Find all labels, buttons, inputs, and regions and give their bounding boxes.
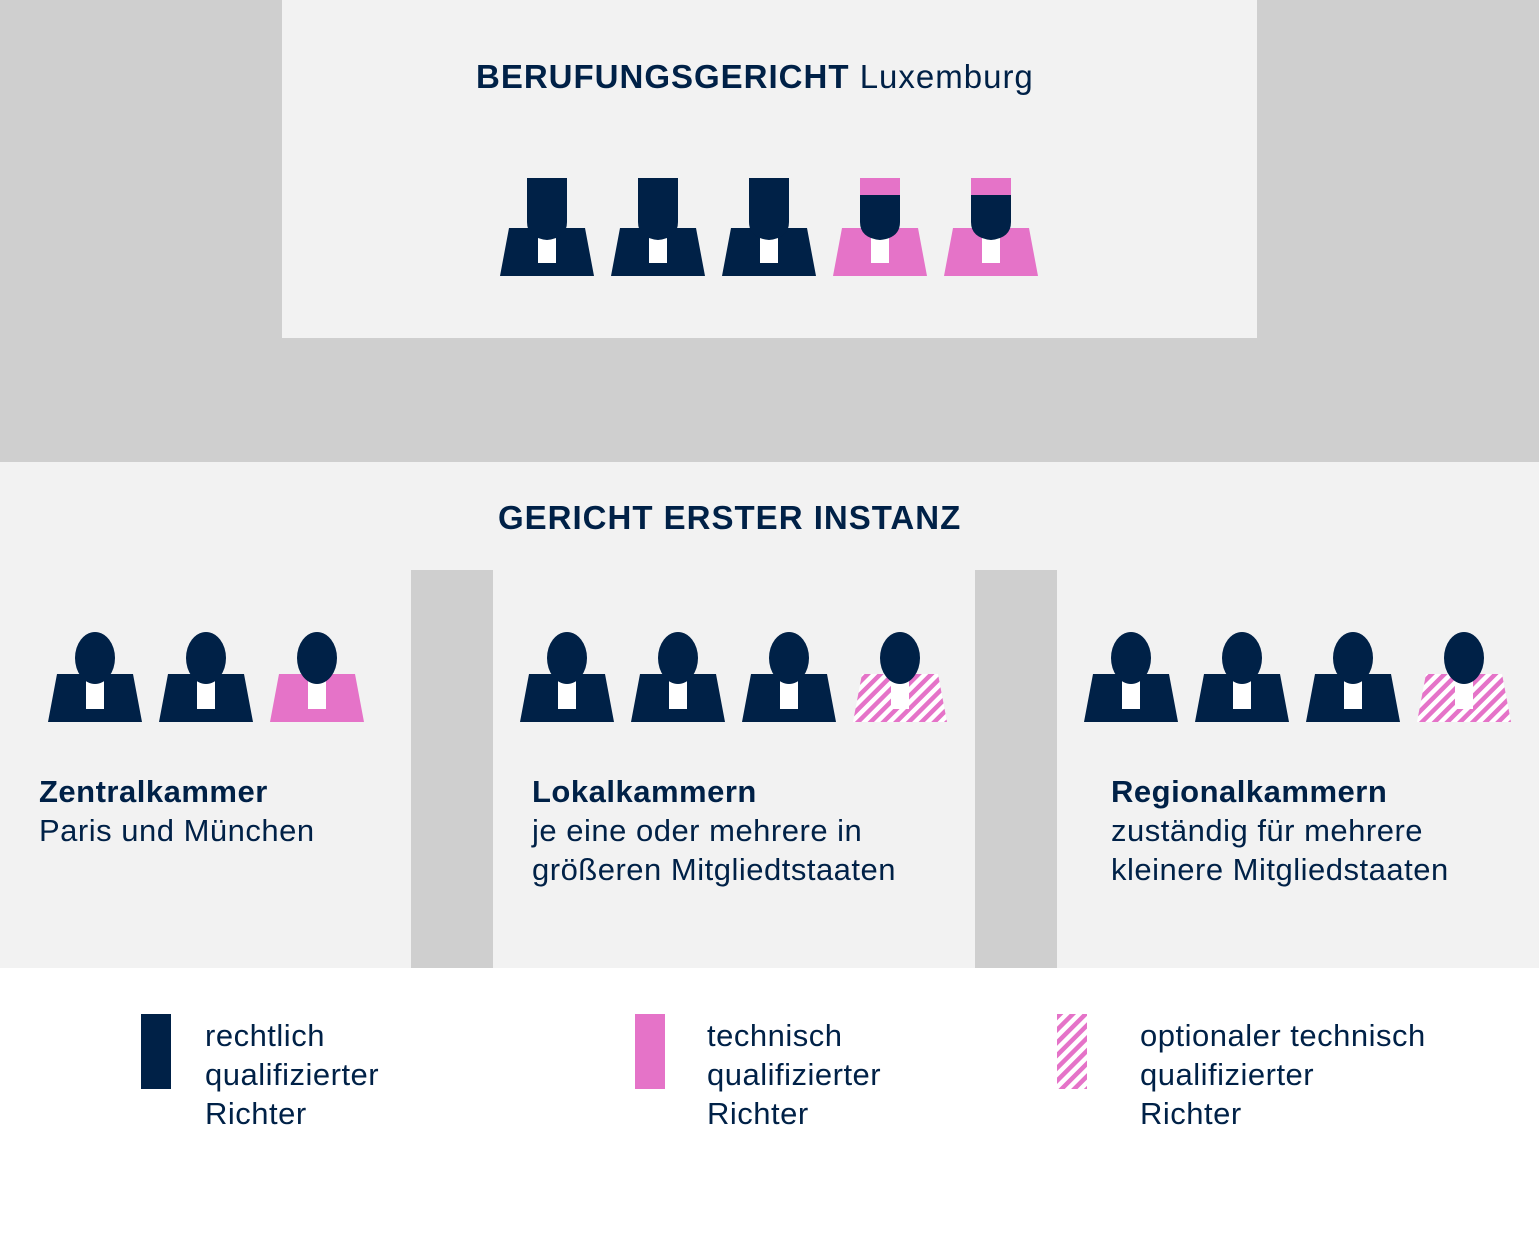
legend-technical-line-3: Richter (707, 1096, 809, 1131)
local-chambers-label: Lokalkammern je eine oder mehrere in grö… (532, 772, 896, 889)
head (638, 178, 678, 240)
head (1333, 632, 1373, 684)
judge-legal-icon (1195, 632, 1289, 722)
judge-technical-icon (833, 178, 927, 276)
local-chambers-name: Lokalkammern (532, 774, 757, 809)
legend-item-legal (141, 1014, 171, 1094)
head (658, 632, 698, 684)
judge-legal-icon (520, 632, 614, 722)
appeal-court-judges (500, 176, 1038, 276)
legend-optional-line-3: Richter (1140, 1096, 1242, 1131)
appeal-court-panel (282, 0, 1257, 338)
judge-legal-icon (742, 632, 836, 722)
swatch-fill (141, 1014, 171, 1089)
head (1222, 632, 1262, 684)
judge-optional-icon (1417, 632, 1511, 722)
head (769, 632, 809, 684)
judge-technical-icon (944, 178, 1038, 276)
central-chamber-judges (48, 622, 364, 722)
regional-chambers-label: Regionalkammern zuständig für mehrere kl… (1111, 772, 1449, 889)
head (749, 178, 789, 240)
judge-legal-icon (611, 178, 705, 276)
regional-chambers-desc-line-1: zuständig für mehrere (1111, 813, 1424, 848)
judge-legal-icon (631, 632, 725, 722)
legend-legal-line-1: rechtlich (205, 1018, 325, 1053)
legend-optional-line-2: qualifizierter (1140, 1057, 1315, 1092)
judge-legal-icon (1306, 632, 1400, 722)
optional-judge-swatch-icon (1057, 1014, 1087, 1089)
judge-legal-icon (722, 178, 816, 276)
central-chamber-name: Zentralkammer (39, 774, 268, 809)
legend-item-technical (635, 1014, 665, 1094)
legend-text-legal: rechtlich qualifizierter Richter (205, 1016, 379, 1133)
head (527, 178, 567, 240)
regional-chambers-name: Regionalkammern (1111, 774, 1388, 809)
legend-text-optional: optionaler technisch qualifizierter Rich… (1140, 1016, 1426, 1133)
cap (860, 178, 900, 195)
judge-optional-icon (853, 632, 947, 722)
head (75, 632, 115, 684)
judge-technical-icon (270, 632, 364, 722)
cap (971, 178, 1011, 195)
local-chambers-desc-line-2: größeren Mitgliedtstaaten (532, 852, 897, 887)
regional-chambers-desc-line-2: kleinere Mitgliedstaaten (1111, 852, 1449, 887)
head (547, 632, 587, 684)
legend-legal-line-2: qualifizierter (205, 1057, 380, 1092)
legal-judge-swatch-icon (141, 1014, 171, 1089)
legend-legal-line-3: Richter (205, 1096, 307, 1131)
legend-text-technical: technisch qualifizierter Richter (707, 1016, 881, 1133)
judge-legal-icon (500, 178, 594, 276)
chamber-divider-1 (411, 570, 493, 968)
swatch-fill (1057, 1014, 1087, 1089)
technical-judge-swatch-icon (635, 1014, 665, 1089)
regional-chambers-judges (1084, 622, 1511, 722)
appeal-court-location: Luxemburg (859, 58, 1034, 95)
legend-technical-line-1: technisch (707, 1018, 843, 1053)
swatch-fill (635, 1014, 665, 1089)
central-chamber-desc-line-1: Paris und München (39, 813, 315, 848)
head (1111, 632, 1151, 684)
judge-legal-icon (48, 632, 142, 722)
local-chambers-desc-line-1: je eine oder mehrere in (532, 813, 863, 848)
head (186, 632, 226, 684)
head (1444, 632, 1484, 684)
judge-legal-icon (159, 632, 253, 722)
chamber-divider-2 (975, 570, 1057, 968)
local-chambers-judges (520, 622, 947, 722)
head (880, 632, 920, 684)
legend: rechtlich qualifizierter Richter technis… (0, 1000, 1539, 1160)
legend-optional-line-1: optionaler technisch (1140, 1018, 1426, 1053)
first-instance-title-text: GERICHT ERSTER INSTANZ (498, 499, 962, 536)
first-instance-title: GERICHT ERSTER INSTANZ (498, 499, 961, 537)
appeal-court-title: BERUFUNGSGERICHT Luxemburg (476, 58, 1034, 96)
legend-technical-line-2: qualifizierter (707, 1057, 882, 1092)
appeal-court-name: BERUFUNGSGERICHT (476, 58, 850, 95)
central-chamber-label: Zentralkammer Paris und München (39, 772, 315, 850)
legend-item-optional (1057, 1014, 1087, 1094)
judge-legal-icon (1084, 632, 1178, 722)
head (297, 632, 337, 684)
